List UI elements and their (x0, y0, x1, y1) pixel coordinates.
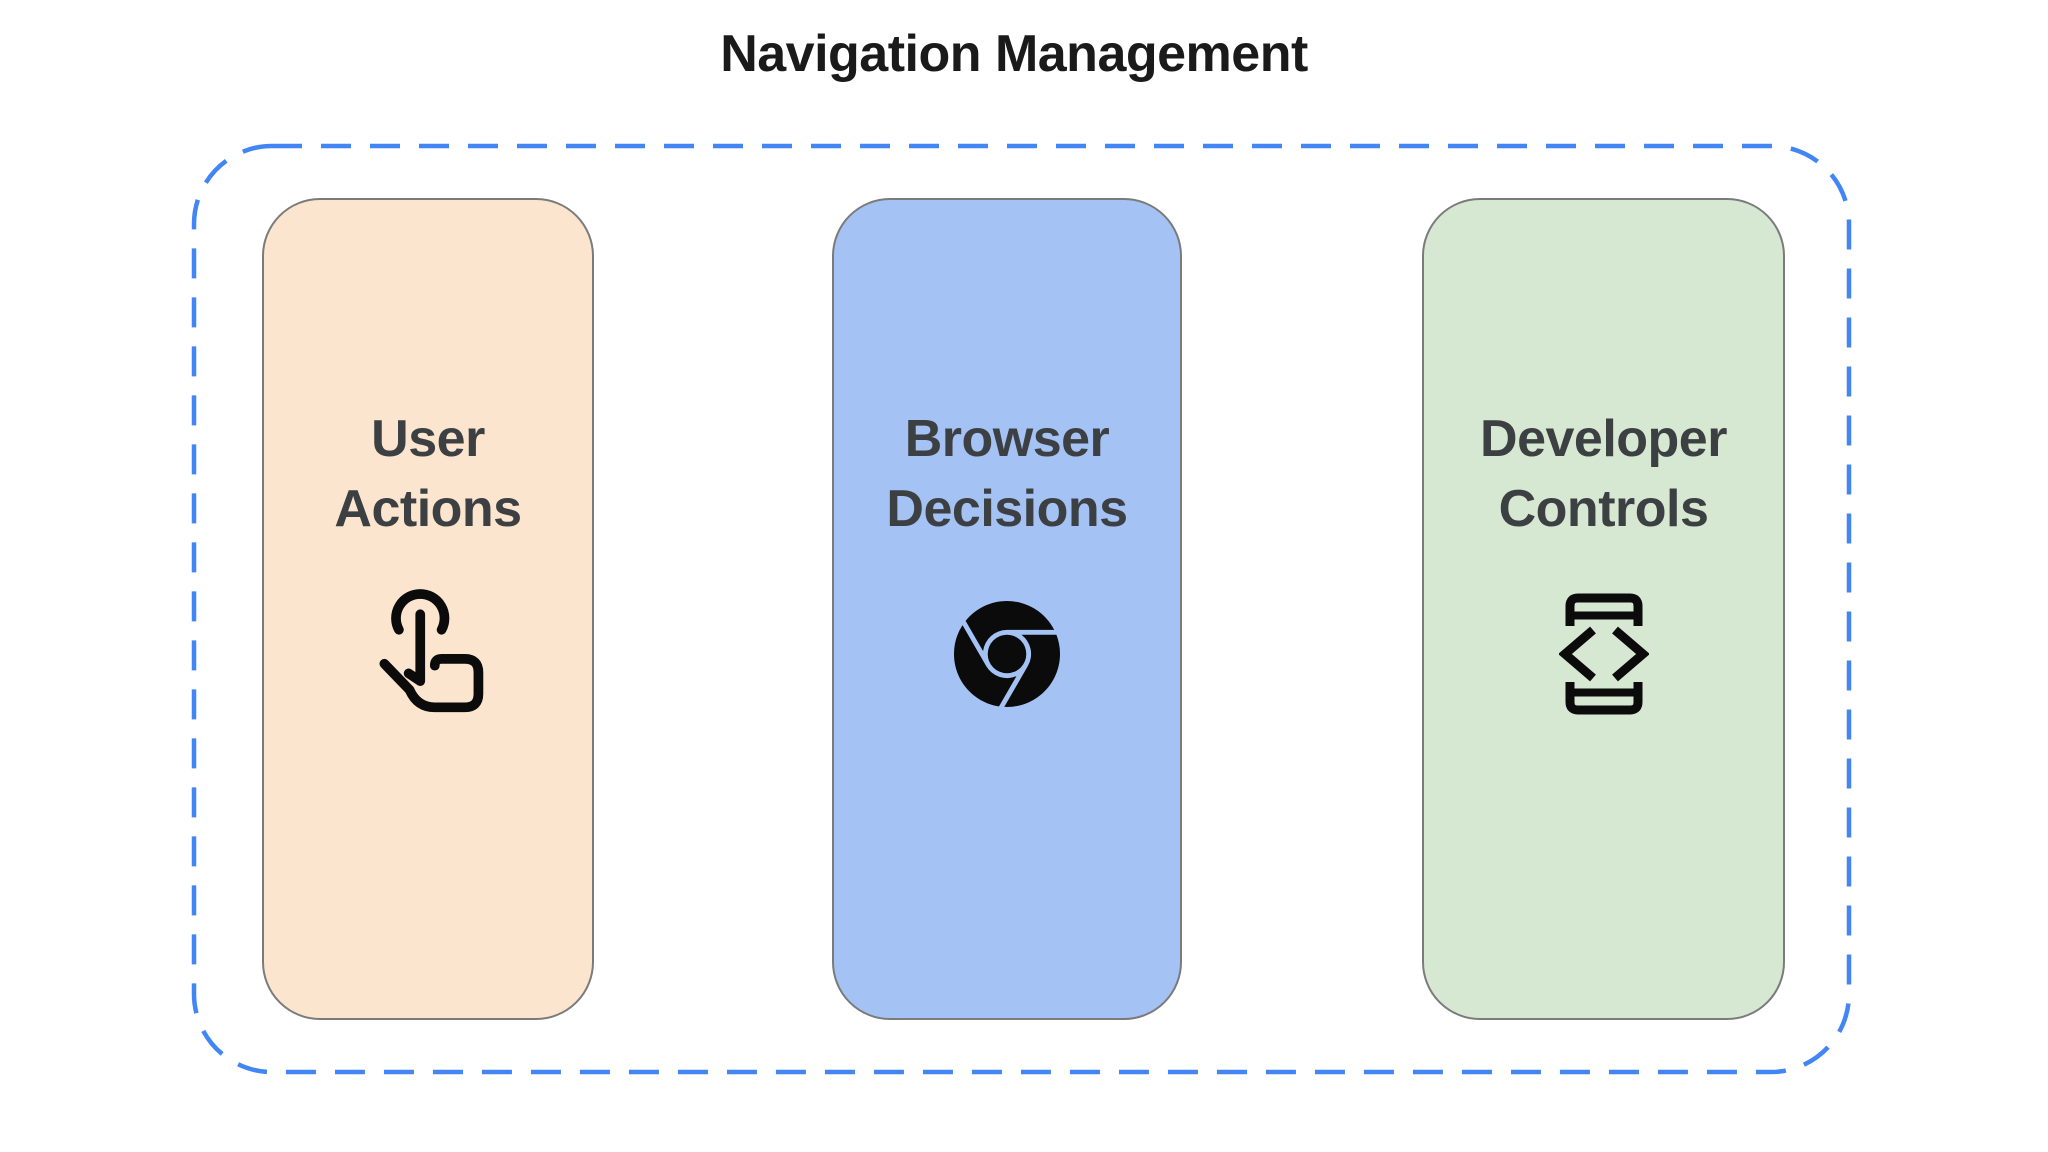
card-developer-controls: Developer Controls (1422, 198, 1785, 1020)
chrome-browser-icon (954, 601, 1060, 707)
dashed-boundary (191, 143, 1852, 1075)
card-developer-controls-label: Developer Controls (1480, 404, 1727, 544)
dashed-boundary-rect (191, 143, 1852, 1075)
card-browser-decisions-label-line1: Browser (904, 410, 1110, 468)
card-user-actions-icon-wrap (364, 588, 492, 720)
card-developer-controls-label-line1: Developer (1480, 410, 1727, 468)
card-user-actions-label-line1: User (371, 410, 485, 468)
page-title: Navigation Management (720, 25, 1308, 83)
card-browser-decisions-icon-wrap (954, 588, 1060, 720)
card-browser-decisions-label-line2: Decisions (886, 480, 1128, 538)
card-developer-controls-icon-wrap (1558, 588, 1649, 720)
card-user-actions: User Actions (262, 198, 594, 1020)
card-browser-decisions: Browser Decisions (832, 198, 1182, 1020)
touch-gesture-icon (379, 589, 484, 713)
card-user-actions-label: User Actions (334, 404, 522, 544)
card-browser-decisions-label: Browser Decisions (886, 404, 1128, 544)
developer-mode-icon (1558, 593, 1649, 715)
card-user-actions-label-line2: Actions (334, 480, 522, 538)
card-developer-controls-label-line2: Controls (1498, 480, 1709, 538)
